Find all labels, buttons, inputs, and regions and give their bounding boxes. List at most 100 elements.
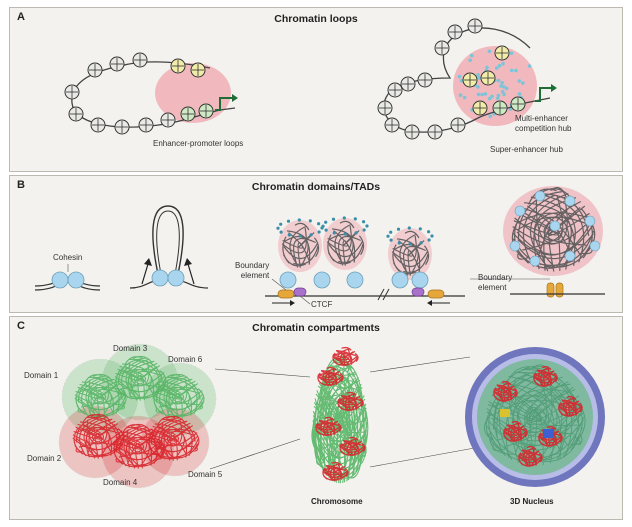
panel-b-illustration: [34, 186, 605, 306]
condensate-dot: [476, 85, 480, 89]
tad-dot: [286, 219, 291, 223]
promoter-arrow-right: [535, 87, 551, 102]
tad-dot: [354, 231, 358, 235]
condensate-dot: [457, 74, 462, 79]
nucleosome: [132, 52, 148, 68]
condensate-dot: [521, 81, 525, 85]
condensate-dot: [487, 96, 492, 101]
label-super-enhancer-hub: Super-enhancer hub: [490, 145, 563, 154]
cohesin-ring: [589, 240, 601, 252]
enhancer-nucleosome: [494, 45, 510, 61]
condensate-dot: [488, 114, 493, 119]
cohesin-ring: [514, 205, 526, 217]
cohesin-ring: [346, 271, 364, 289]
connector-domains-to-chromosome-bottom: [209, 438, 301, 470]
condensate-dot: [517, 92, 522, 96]
label-domain-6: Domain 6: [168, 355, 203, 364]
tad-dot: [331, 217, 336, 221]
boundary-element-left: [277, 289, 295, 299]
connector-chromosome-to-nucleus-bottom: [369, 446, 481, 468]
label-domain-4: Domain 4: [103, 478, 138, 487]
label-boundary-element-left: Boundary element: [235, 261, 270, 280]
tad-domains: [276, 216, 434, 289]
tad-chromatin: [281, 222, 320, 268]
tad-dot: [430, 234, 434, 238]
condensate-dot: [458, 93, 463, 97]
chromosome-inactive: [339, 436, 366, 457]
condensate-dot: [476, 73, 480, 77]
condensate-dot: [497, 63, 502, 68]
condensate-dot: [500, 81, 505, 85]
enhancer-nucleosome: [190, 62, 206, 78]
tad-dot: [408, 242, 412, 246]
inactive-chromatin: [72, 413, 125, 459]
nucleosome: [138, 117, 154, 133]
nucleosome: [87, 62, 103, 78]
nucleosome: [64, 84, 80, 100]
tad-dot: [342, 216, 346, 220]
condensate-dot: [496, 78, 501, 83]
nucleosome: [417, 72, 433, 88]
enhancer-nucleosome: [480, 70, 496, 86]
promoter-arrow-left: [215, 97, 232, 111]
label-3d-nucleus: 3D Nucleus: [510, 497, 554, 506]
orientation-arrowhead-left: [290, 300, 295, 306]
cohesin-ring-1a: [51, 271, 69, 289]
tad-dot: [279, 230, 283, 234]
chromosome-inactive: [317, 366, 344, 387]
condensate-dot: [470, 53, 474, 58]
nucleosome: [447, 24, 463, 40]
condensate-dot: [496, 93, 501, 98]
cohesin-ring: [313, 271, 331, 289]
condensate-dot: [476, 92, 481, 97]
chromosome-inactive: [337, 391, 364, 412]
connector-chromosome-to-nucleus-top: [369, 356, 471, 373]
chromosome-inactive: [315, 416, 342, 437]
nucleosome: [109, 56, 125, 72]
break-mark-1: [377, 288, 385, 301]
panel-b-title: Chromatin domains/TADs: [251, 181, 381, 193]
panel-a-letter: A: [17, 11, 25, 23]
panel-c-illustration: [58, 343, 605, 489]
tad-dot: [324, 220, 328, 224]
panel-chromatin-loops: A Chromatin loops Enhancer-promoter loop…: [9, 7, 623, 172]
tad-dot: [419, 241, 423, 245]
active-chromatin: [114, 355, 167, 401]
boundary-pointer-left: [271, 278, 287, 291]
condensate-dot: [487, 49, 492, 54]
condensate-dot: [509, 51, 514, 55]
promoter-arrowhead-left: [232, 94, 238, 102]
break-mark-2: [382, 288, 390, 301]
condensate-dot: [494, 66, 499, 70]
nucleosome: [68, 106, 84, 122]
nucleosome: [114, 119, 130, 135]
enhancer-nucleosome: [170, 58, 186, 74]
cohesin-ring: [564, 250, 576, 262]
label-enhancer-promoter-loops: Enhancer-promoter loops: [153, 139, 244, 148]
nucleus-red-territory: [558, 395, 583, 418]
chromosome-illustration: [311, 346, 369, 484]
label-multi-enhancer-hub: Multi-enhancer competition hub: [515, 114, 572, 133]
condensate-dot: [502, 92, 506, 97]
label-domain-1: Domain 1: [24, 371, 59, 380]
cohesin-ring-2b: [167, 269, 185, 287]
nucleosome: [434, 40, 450, 56]
orientation-arrowhead-right: [427, 300, 432, 306]
panel-chromatin-domains: B Chromatin domains/TADs: [9, 175, 623, 313]
panel-c-letter: C: [17, 320, 25, 332]
cohesin-ring-1b: [67, 271, 85, 289]
ctcf-right: [411, 287, 425, 297]
promoter-nucleosome: [492, 100, 508, 116]
panel-a-title: Chromatin loops: [274, 13, 358, 25]
tad-dot: [427, 230, 431, 234]
promoter-nucleosome: [180, 106, 196, 122]
left-loop-backbone: [71, 61, 236, 128]
condensate-dot: [480, 92, 484, 97]
nucleosome: [404, 124, 420, 140]
left-loop-nucleosomes: [64, 52, 214, 135]
promoter-nucleosome: [198, 103, 214, 119]
cohesin-ring: [391, 271, 409, 289]
tad-dot: [362, 228, 366, 232]
tad-dot: [427, 238, 431, 242]
inactive-chromatin: [147, 415, 200, 461]
